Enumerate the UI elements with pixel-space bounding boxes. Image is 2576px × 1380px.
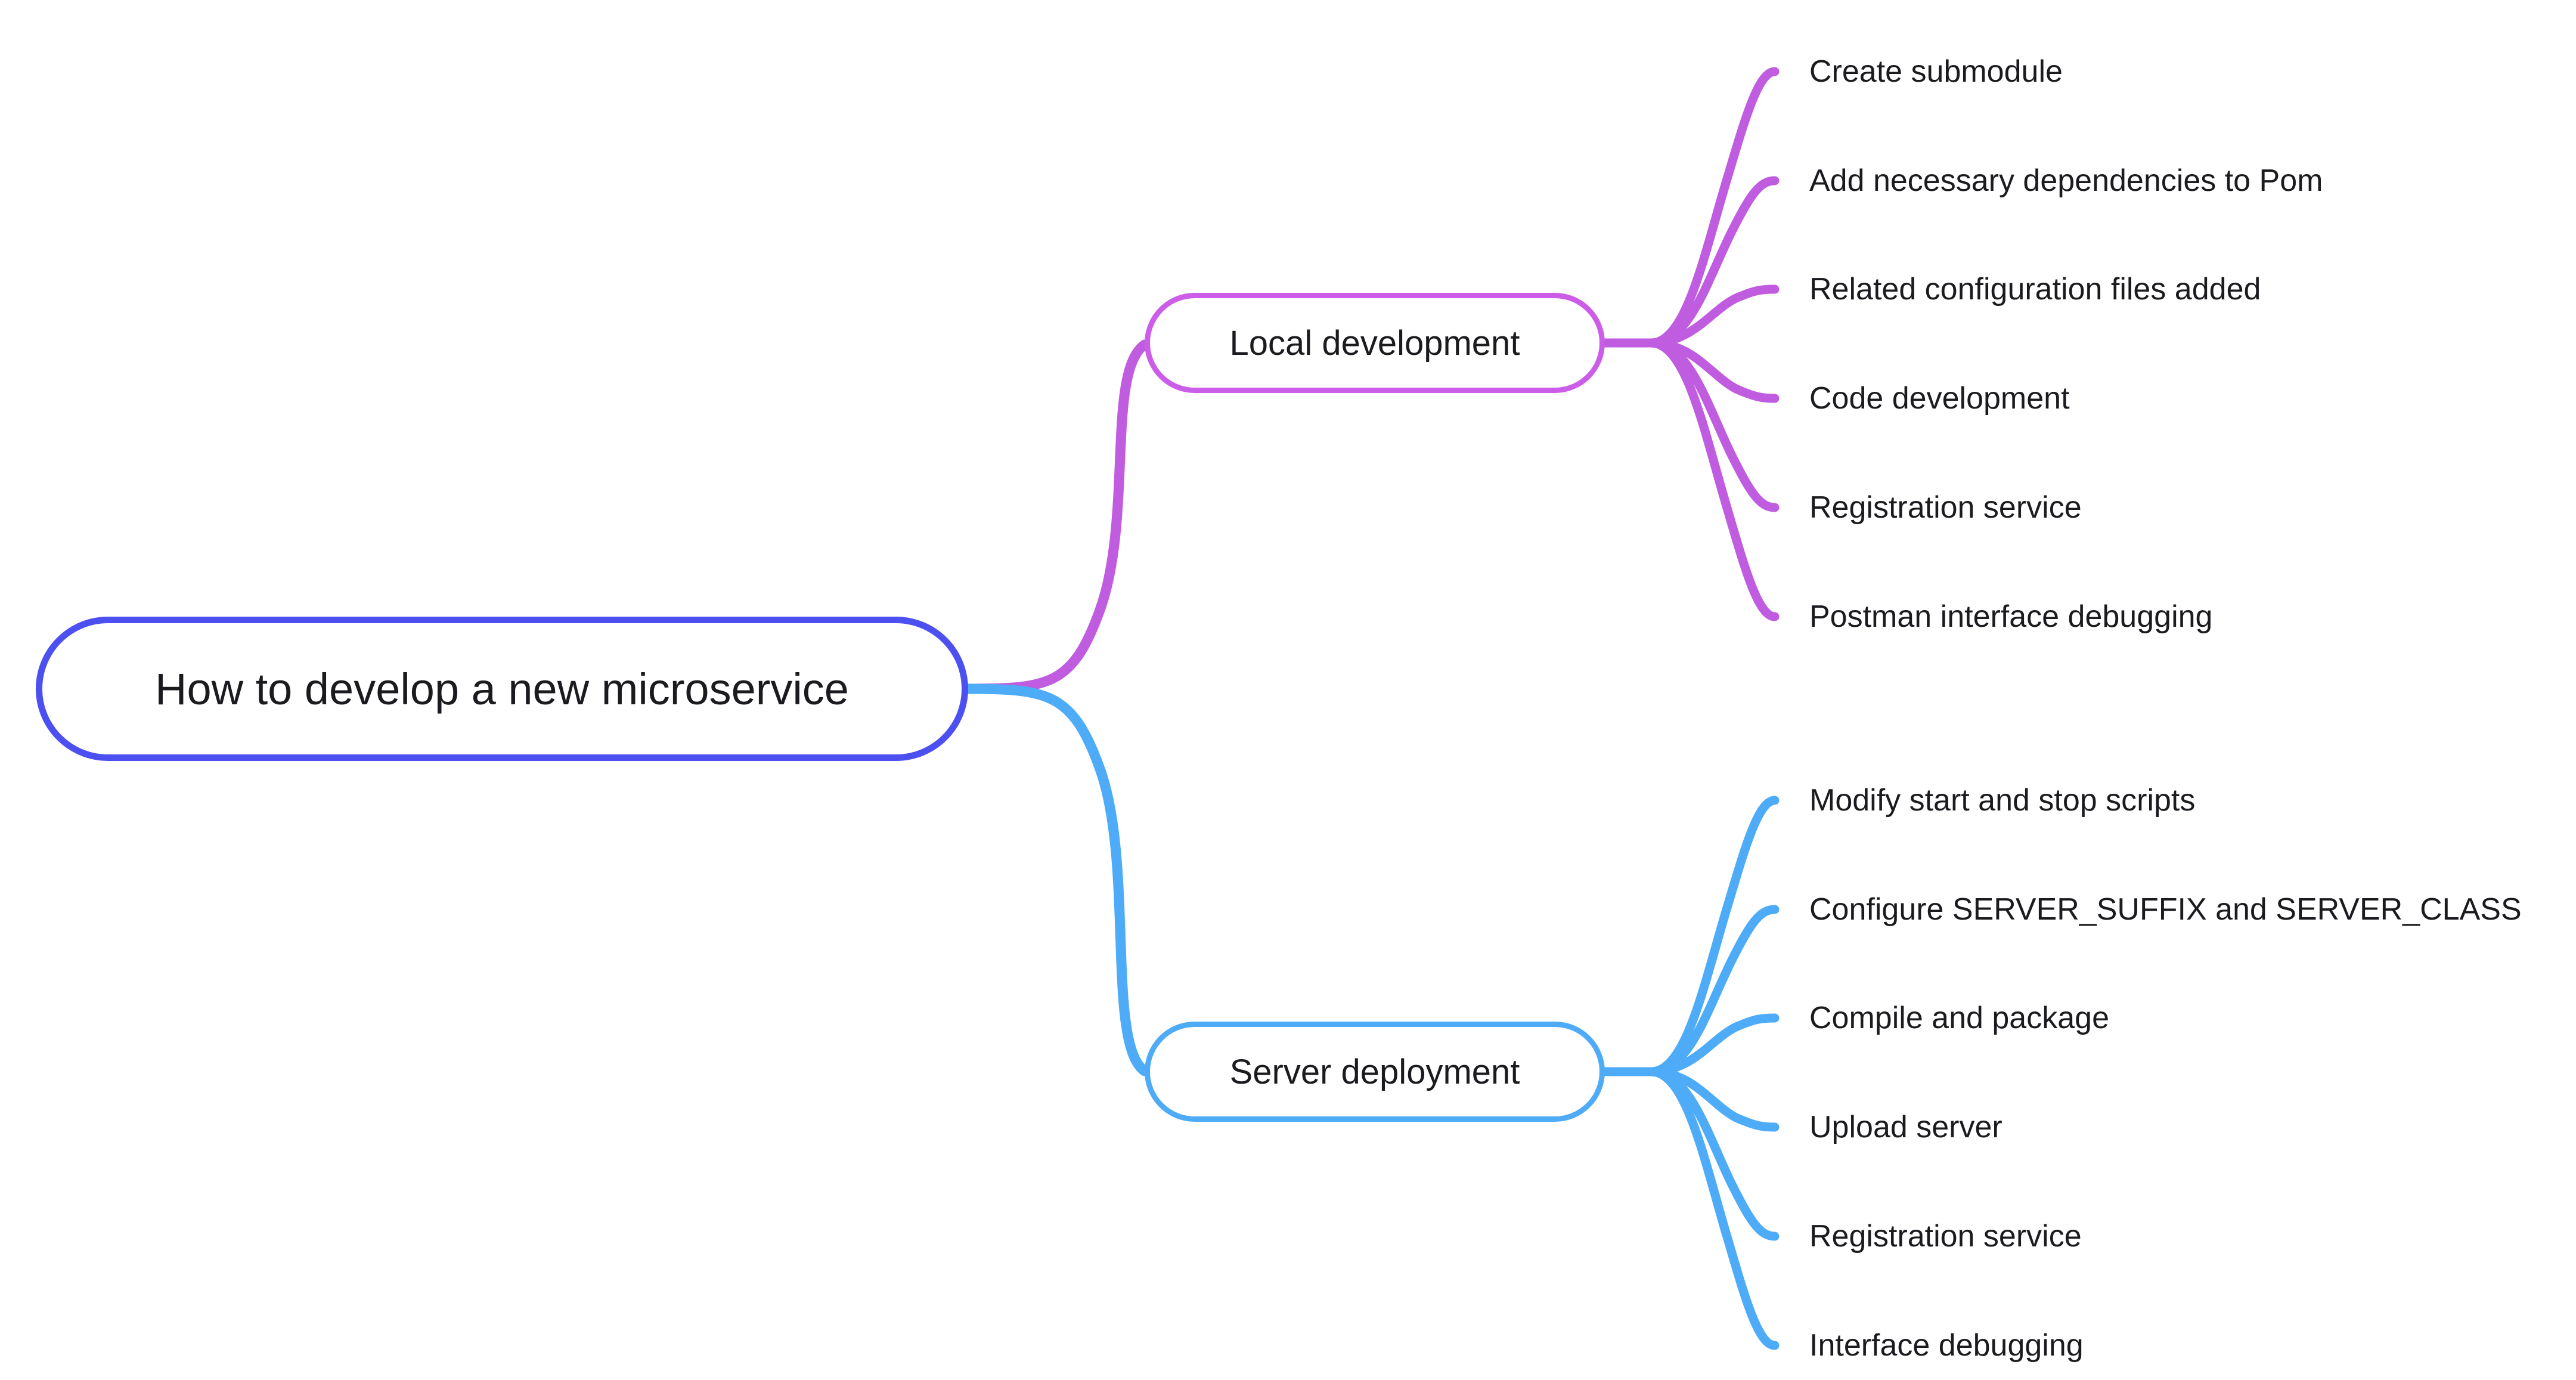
edge-server-child-3 — [1600, 1013, 1780, 1076]
leaf-node-server-5[interactable]: Registration service — [1809, 1219, 2082, 1254]
leaf-node-local-1[interactable]: Create submodule — [1809, 54, 2063, 89]
root-node-label: How to develop a new microservice — [155, 664, 849, 714]
root-node[interactable]: How to develop a new microservice — [36, 617, 968, 761]
edge-local-child-6 — [1600, 338, 1780, 621]
edge-local-child-4 — [1600, 338, 1780, 403]
edge-root-to-server-deployment — [962, 683, 1150, 1076]
edge-local-child-2 — [1600, 176, 1780, 348]
branch-node-label: Local development — [1229, 323, 1520, 363]
edge-server-child-1 — [1600, 796, 1780, 1076]
leaf-node-server-2[interactable]: Configure SERVER_SUFFIX and SERVER_CLASS — [1809, 892, 2522, 927]
edge-local-child-3 — [1600, 284, 1780, 348]
edge-server-child-5 — [1600, 1067, 1780, 1241]
edges-local-development-children — [1600, 67, 1780, 621]
edge-server-child-2 — [1600, 905, 1780, 1076]
edges-server-deployment-children — [1600, 796, 1780, 1350]
leaf-node-local-6[interactable]: Postman interface debugging — [1809, 599, 2213, 634]
branch-node-label: Server deployment — [1229, 1052, 1520, 1091]
leaf-node-server-3[interactable]: Compile and package — [1809, 1001, 2109, 1035]
edge-server-child-6 — [1600, 1067, 1780, 1350]
edge-local-child-1 — [1600, 67, 1780, 348]
branch-node-server-deployment[interactable]: Server deployment — [1145, 1022, 1605, 1122]
leaf-node-local-5[interactable]: Registration service — [1809, 490, 2082, 525]
leaf-node-local-4[interactable]: Code development — [1809, 381, 2070, 416]
edge-server-child-4 — [1600, 1067, 1780, 1132]
leaf-node-local-3[interactable]: Related configuration files added — [1809, 272, 2261, 307]
edge-local-child-5 — [1600, 338, 1780, 512]
leaf-node-server-6[interactable]: Interface debugging — [1809, 1328, 2084, 1363]
edge-root-to-local-development — [962, 339, 1150, 694]
branch-node-local-development[interactable]: Local development — [1145, 293, 1605, 393]
leaf-node-server-4[interactable]: Upload server — [1809, 1110, 2002, 1144]
leaf-node-server-1[interactable]: Modify start and stop scripts — [1809, 783, 2196, 818]
leaf-node-local-2[interactable]: Add necessary dependencies to Pom — [1809, 163, 2323, 198]
